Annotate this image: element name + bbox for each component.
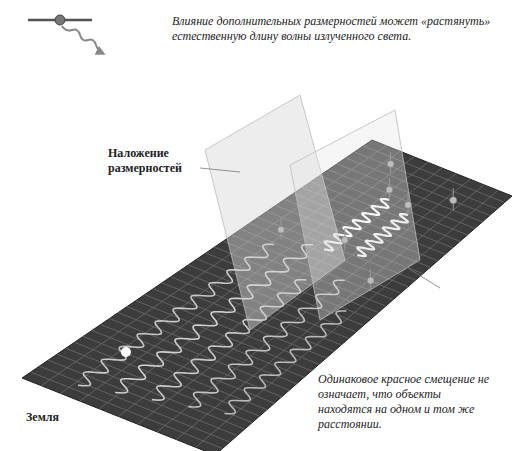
- grid-line: [127, 307, 304, 378]
- object-dot: [367, 277, 374, 284]
- region-label: Наложение размерностей: [108, 146, 208, 176]
- place-label: Земля: [26, 410, 106, 425]
- leader-line: [200, 168, 240, 172]
- object-dot: [450, 197, 457, 204]
- overlap-plane: [290, 110, 420, 320]
- grid-line: [31, 372, 223, 448]
- note-text: Влияние дополнительных размерностей може…: [172, 14, 497, 44]
- object-dot: [341, 237, 348, 244]
- emission-icon: [28, 15, 102, 53]
- object-dot: [386, 186, 393, 193]
- object-dot: [387, 160, 394, 167]
- grid-line: [48, 360, 237, 435]
- object-markers: [277, 152, 456, 291]
- note-text: Одинаковое красное смещение не означает,…: [318, 372, 493, 432]
- object-dot: [277, 226, 284, 233]
- earth-dot: [121, 347, 131, 357]
- object-dot: [405, 201, 412, 208]
- plane-edge: [395, 260, 440, 288]
